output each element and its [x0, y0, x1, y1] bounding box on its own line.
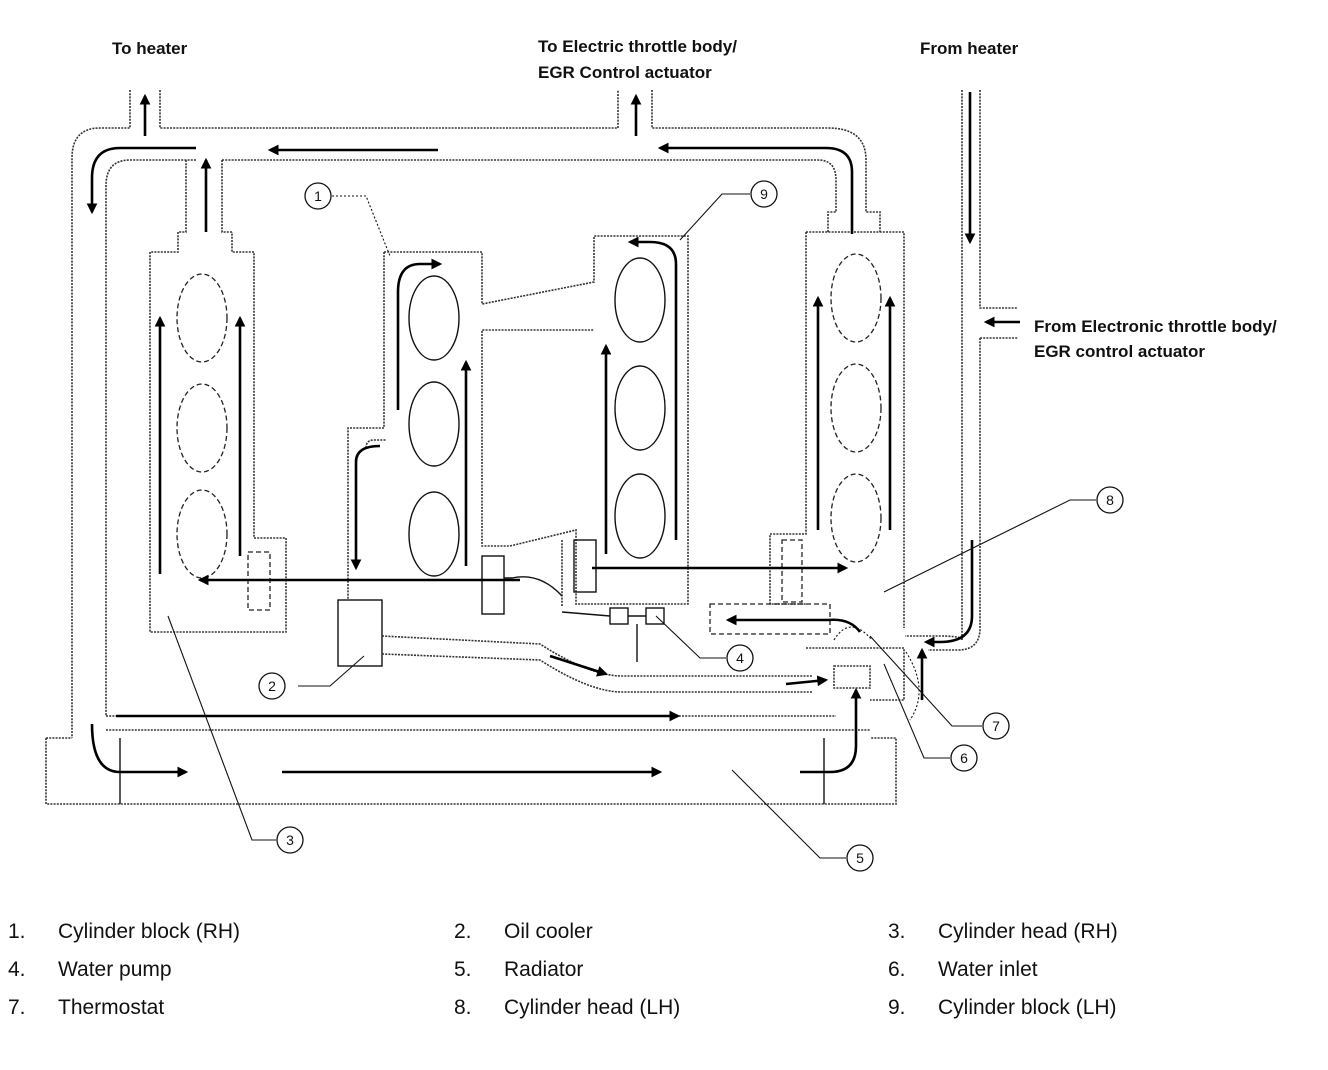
flow-arrows	[86, 92, 1020, 778]
svg-text:4: 4	[736, 650, 744, 666]
label-from-etb-line2: EGR control actuator	[1034, 342, 1205, 361]
svg-text:7: 7	[992, 718, 1000, 734]
cylinder-head-lh	[709, 231, 905, 635]
water-pump	[504, 576, 665, 662]
callout-7: 7	[982, 712, 1010, 740]
svg-text:5: 5	[856, 850, 864, 866]
legend-item: 3.Cylinder head (RH)	[888, 920, 1118, 943]
legend-item: 8.Cylinder head (LH)	[454, 996, 681, 1019]
legend-item: 5.Radiator	[454, 958, 584, 981]
callout-6: 6	[950, 744, 978, 772]
svg-text:3: 3	[286, 832, 294, 848]
label-from-heater: From heater	[920, 39, 1019, 58]
label-from-etb-line1: From Electronic throttle body/	[1034, 317, 1277, 336]
cooling-circuit-diagram: To heater To Electric throttle body/ EGR…	[45, 37, 1277, 872]
svg-text:8: 8	[1106, 492, 1114, 508]
label-to-heater: To heater	[112, 39, 188, 58]
legend-item: 7.Thermostat	[8, 996, 165, 1019]
callout-3: 3	[276, 826, 304, 854]
callout-1: 1	[304, 182, 332, 210]
svg-text:2: 2	[268, 678, 276, 694]
outer-hose	[71, 90, 1018, 738]
legend-item: 9.Cylinder block (LH)	[888, 996, 1117, 1019]
callout-8: 8	[1096, 486, 1124, 514]
cylinder-block-lh	[481, 257, 666, 615]
legend-item: 2.Oil cooler	[454, 920, 593, 943]
svg-text:9: 9	[760, 186, 768, 202]
callout-4: 4	[726, 644, 754, 672]
callout-9: 9	[750, 180, 778, 208]
svg-text:1: 1	[314, 188, 322, 204]
legend-item: 1.Cylinder block (RH)	[8, 920, 241, 943]
cylinder-block-rh	[347, 235, 689, 605]
legend-item: 4.Water pump	[8, 958, 172, 981]
cylinder-head-rh	[149, 232, 287, 633]
radiator	[45, 715, 897, 805]
callout-2: 2	[258, 672, 286, 700]
label-to-etb-line2: EGR Control actuator	[538, 63, 712, 82]
legend-item: 6.Water inlet	[888, 958, 1038, 981]
label-to-etb-line1: To Electric throttle body/	[538, 37, 737, 56]
callout-leaders	[167, 193, 1096, 859]
svg-text:6: 6	[960, 750, 968, 766]
legend: 1.Cylinder block (RH) 2.Oil cooler 3.Cyl…	[0, 912, 1328, 1032]
callout-5: 5	[846, 844, 874, 872]
thermostat-housing	[806, 626, 920, 721]
